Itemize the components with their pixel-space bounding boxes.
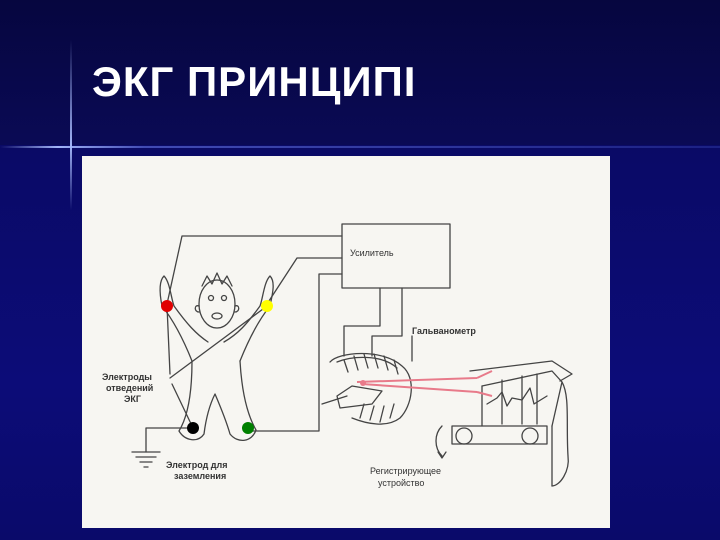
- light-beam: [356, 370, 493, 397]
- ground-label-line-1: Электрод для: [166, 460, 227, 470]
- recorder-label-line-2: устройство: [378, 478, 424, 488]
- amplifier-label: Усилитель: [350, 248, 394, 258]
- header-band: [0, 0, 720, 145]
- human-figure: [159, 272, 274, 441]
- recorder-label-line-1: Регистрирующее: [370, 466, 441, 476]
- recorder-device: [435, 360, 573, 487]
- galvanometer: [321, 352, 412, 425]
- decorative-horizontal-line: [0, 146, 720, 148]
- electrodes-label-line-2: отведений: [106, 383, 153, 393]
- electrodes-label-line-1: Электроды: [102, 372, 152, 382]
- wire-left-leg: [246, 273, 343, 432]
- electrode-right-leg: [187, 422, 199, 434]
- wire-amp-galv-2: [371, 287, 403, 357]
- galvanometer-label: Гальванометр: [412, 326, 476, 336]
- electrode-leader-1: [166, 305, 171, 375]
- slide-title: ЭКГ ПРИНЦИПІ: [92, 58, 417, 105]
- wire-right-hand: [166, 235, 343, 305]
- electrode-left-hand: [261, 300, 273, 312]
- amplifier-box: [341, 223, 451, 289]
- ground-symbol: [131, 451, 161, 468]
- ecg-diagram: Усилитель Гальванометр Электроды отведен…: [82, 156, 610, 528]
- electrode-leader-2: [169, 305, 268, 379]
- ecg-diagram-svg: Усилитель Гальванометр Электроды отведен…: [102, 223, 573, 488]
- electrodes-label-line-3: ЭКГ: [124, 394, 141, 404]
- electrode-right-hand: [161, 300, 173, 312]
- ground-label-line-2: заземления: [174, 471, 226, 481]
- wire-ground: [145, 427, 194, 453]
- decorative-vertical-line: [70, 40, 72, 210]
- electrode-left-leg: [242, 422, 254, 434]
- wire-left-hand: [266, 257, 343, 305]
- wire-amp-galv-1: [343, 287, 381, 357]
- electrode-leader-3: [171, 383, 194, 429]
- beam-mirror: [360, 380, 366, 386]
